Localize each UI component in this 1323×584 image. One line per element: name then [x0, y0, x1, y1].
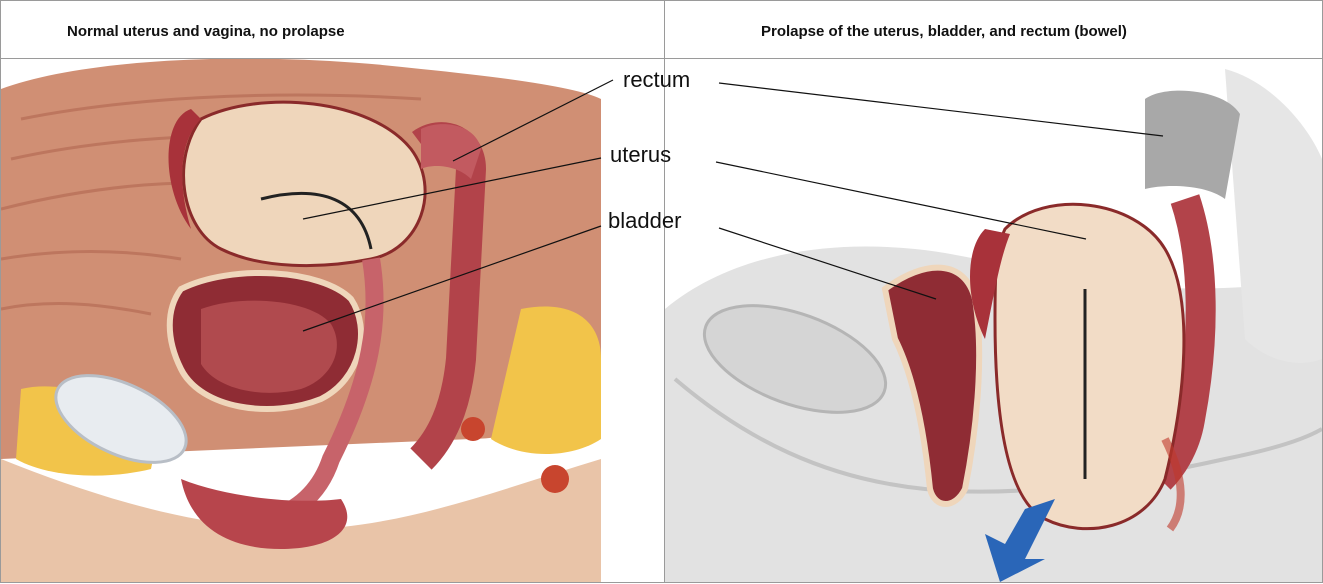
header-row: Normal uterus and vagina, no prolapse Pr…: [1, 1, 1322, 59]
prolapse-uterus: [995, 204, 1184, 528]
right-panel-title: Prolapse of the uterus, bladder, and rec…: [761, 23, 1127, 40]
bladder-label: bladder: [608, 208, 681, 234]
rectum-label: rectum: [623, 67, 690, 93]
bladder-inner: [201, 301, 337, 393]
prolapse-anatomy-drawing: [665, 59, 1322, 582]
normal-anatomy-drawing: [1, 59, 664, 582]
grey-body-background: [665, 247, 1322, 583]
left-panel-title: Normal uterus and vagina, no prolapse: [67, 23, 345, 40]
normal-anatomy-illustration: [1, 59, 664, 582]
uterus-label: uterus: [610, 142, 671, 168]
prolapse-rectum-tube: [1145, 91, 1240, 199]
prolapse-anatomy-illustration: [665, 59, 1322, 582]
